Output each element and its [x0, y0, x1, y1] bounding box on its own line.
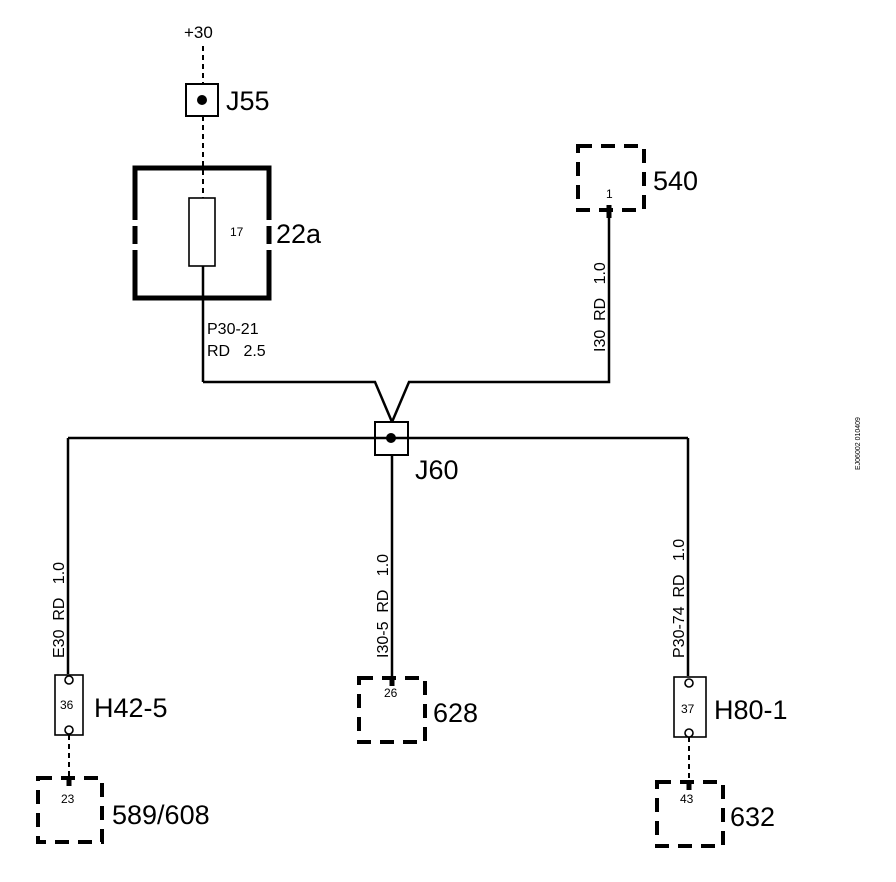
component-628-label: 628 [433, 698, 478, 728]
component-632[interactable] [655, 780, 725, 848]
component-589-608[interactable] [36, 776, 104, 844]
wire-540-label: I30 RD 1.0 [592, 262, 609, 352]
wire-i30-5-label: I30-5 RD 1.0 [375, 554, 392, 658]
fuse-to-j60-wire [203, 380, 394, 423]
connector-j55-label: J55 [226, 86, 270, 116]
connector-h42-5-pin: 36 [60, 698, 74, 712]
connector-j55[interactable] [185, 83, 219, 117]
fuse-pin: 17 [230, 225, 244, 239]
connector-j60-label: J60 [415, 455, 459, 485]
component-589-608-pin: 23 [61, 792, 75, 806]
component-540-label: 540 [653, 166, 698, 196]
fuse-label: 22a [276, 219, 322, 249]
component-632-label: 632 [730, 802, 775, 832]
connector-h80-1[interactable] [673, 676, 707, 738]
connector-h80-1-label: H80-1 [714, 695, 788, 725]
connector-h42-5[interactable] [54, 674, 84, 736]
wire-p30-74-label: P30-74 RD 1.0 [671, 539, 688, 658]
wire-e30-label: E30 RD 1.0 [51, 562, 68, 658]
wire-540-to-j60 [390, 218, 611, 423]
diagram-id: EJ06002 010409 [855, 417, 862, 470]
fuse-out-wire-label-2: RD 2.5 [207, 343, 266, 360]
component-632-pin: 43 [680, 792, 694, 806]
component-589-608-label: 589/608 [112, 800, 210, 830]
connector-h42-5-label: H42-5 [94, 693, 168, 723]
fuse-element [188, 197, 216, 267]
connector-h80-1-pin: 37 [681, 702, 695, 716]
supply-label: +30 [184, 23, 213, 42]
component-628[interactable] [357, 676, 427, 744]
fuse-out-wire-label-1: P30-21 [207, 321, 259, 338]
component-540-pin: 1 [606, 187, 613, 201]
component-628-pin: 26 [384, 686, 398, 700]
